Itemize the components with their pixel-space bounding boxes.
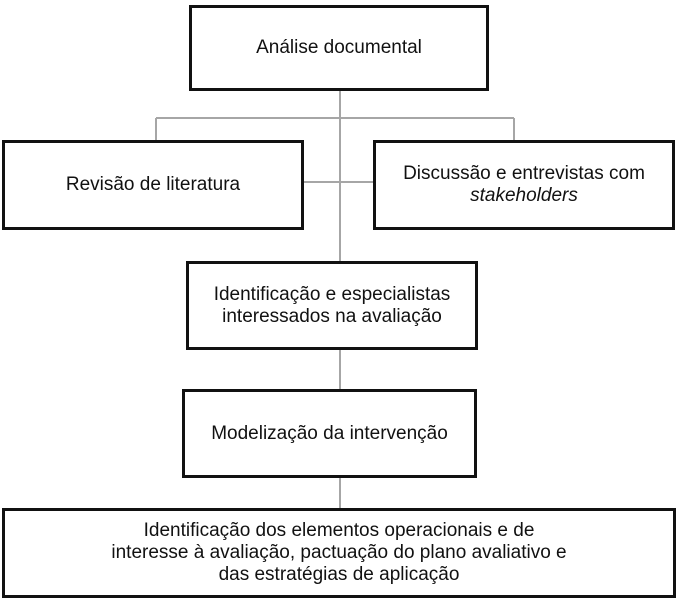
node-elementos-line3: das estratégias de aplicação [218, 564, 460, 585]
node-revisao-literatura: Revisão de literatura [2, 140, 304, 230]
node-discussao-entrevistas-text: Discussão e entrevistas com stakeholders [403, 163, 645, 207]
node-identificacao-text: Identificação e especialistas interessad… [214, 284, 451, 328]
node-elementos-operacionais: Identificação dos elementos operacionais… [2, 508, 676, 598]
node-identificacao-line1: Identificação e especialistas [213, 283, 451, 305]
node-revisao-literatura-label: Revisão de literatura [65, 174, 241, 195]
node-modelizacao-label: Modelização da intervenção [211, 422, 448, 444]
node-discussao-line1: Discussão e entrevistas com [403, 163, 645, 184]
node-elementos-text: Identificação dos elementos operacionais… [111, 520, 566, 586]
node-identificacao-line2: interessados na avaliação [222, 305, 442, 327]
node-identificacao-especialistas: Identificação e especialistas interessad… [186, 261, 478, 350]
node-elementos-line1: Identificação dos elementos operacionais… [143, 520, 535, 541]
node-modelizacao-intervencao: Modelização da intervenção [182, 389, 477, 478]
node-discussao-line2: stakeholders [470, 185, 578, 206]
node-analise-documental-label: Análise documental [256, 37, 422, 58]
node-discussao-entrevistas: Discussão e entrevistas com stakeholders [373, 140, 675, 230]
node-analise-documental: Análise documental [189, 5, 489, 91]
node-elementos-line2: interesse à avaliação, pactuação do plan… [111, 542, 567, 563]
